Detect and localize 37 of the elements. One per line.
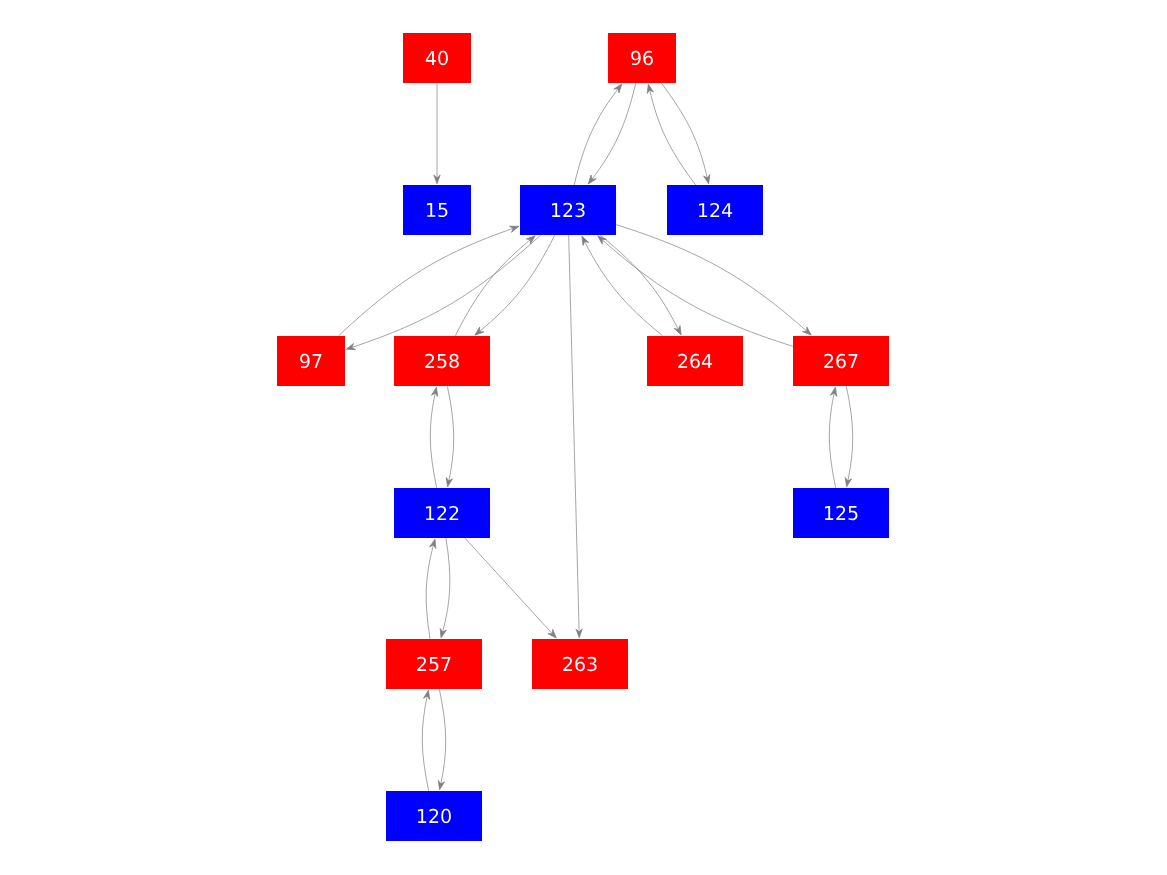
arrow xyxy=(844,385,854,488)
node-box: 40 xyxy=(403,33,471,83)
arrow xyxy=(464,537,557,639)
node-box: 122 xyxy=(394,488,490,538)
node-box: 120 xyxy=(386,791,482,841)
node-box: 97 xyxy=(277,336,345,386)
node-box: 15 xyxy=(403,185,471,235)
node-box: 257 xyxy=(386,639,482,689)
arrow xyxy=(661,82,711,185)
arrow xyxy=(454,235,536,337)
arrow xyxy=(425,538,437,640)
node-box: 258 xyxy=(394,336,490,386)
node-box: 124 xyxy=(667,185,763,235)
arrow xyxy=(437,688,447,791)
arrow xyxy=(599,234,682,336)
arrow xyxy=(421,689,431,792)
arrow xyxy=(573,83,623,186)
arrow xyxy=(439,537,451,639)
node-box: 96 xyxy=(608,33,676,83)
arrow xyxy=(345,234,541,350)
arrow xyxy=(587,82,637,185)
node-box: 267 xyxy=(793,336,889,386)
node-box: 123 xyxy=(520,185,616,235)
arrow xyxy=(615,224,812,336)
arrow xyxy=(433,82,441,185)
node-box: 264 xyxy=(647,336,743,386)
arrow xyxy=(828,386,838,489)
arrow xyxy=(474,234,556,336)
arrow xyxy=(445,385,455,488)
node-box: 125 xyxy=(793,488,889,538)
arrow xyxy=(429,386,439,489)
arrow xyxy=(338,225,520,337)
arrow xyxy=(581,235,664,337)
node-box: 263 xyxy=(532,639,628,689)
arrow xyxy=(597,235,794,347)
arrow xyxy=(646,83,696,186)
arrow xyxy=(568,234,583,639)
